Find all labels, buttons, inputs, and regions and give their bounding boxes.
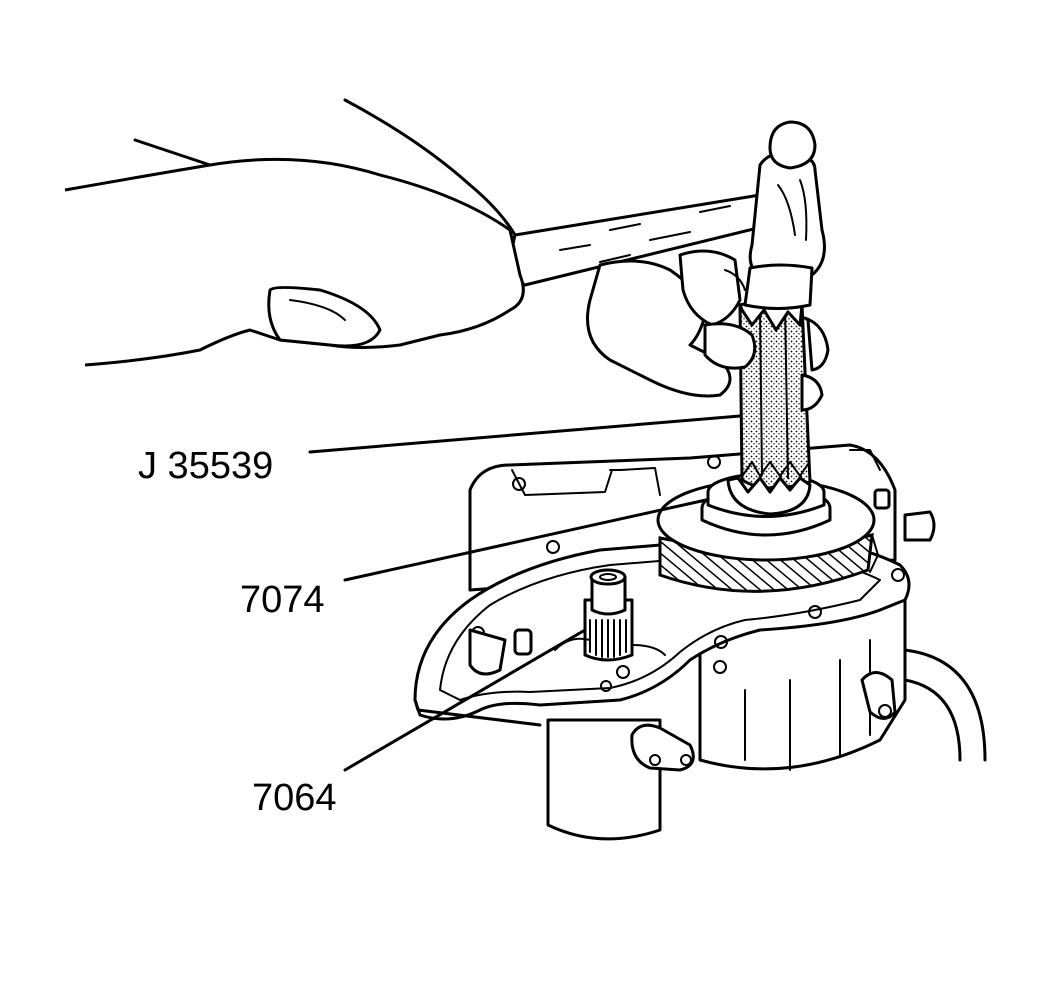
leader-lines — [308, 414, 742, 772]
callout-7064: 7064 — [252, 777, 337, 819]
leader-line-7064 — [343, 628, 587, 772]
callout-j35539: J 35539 — [138, 445, 273, 487]
leader-line-j35539 — [308, 414, 742, 454]
callout-7074: 7074 — [240, 579, 325, 621]
output-shaft-7064 — [554, 568, 666, 662]
hand — [64, 98, 830, 412]
leader-line-7074 — [343, 498, 708, 582]
